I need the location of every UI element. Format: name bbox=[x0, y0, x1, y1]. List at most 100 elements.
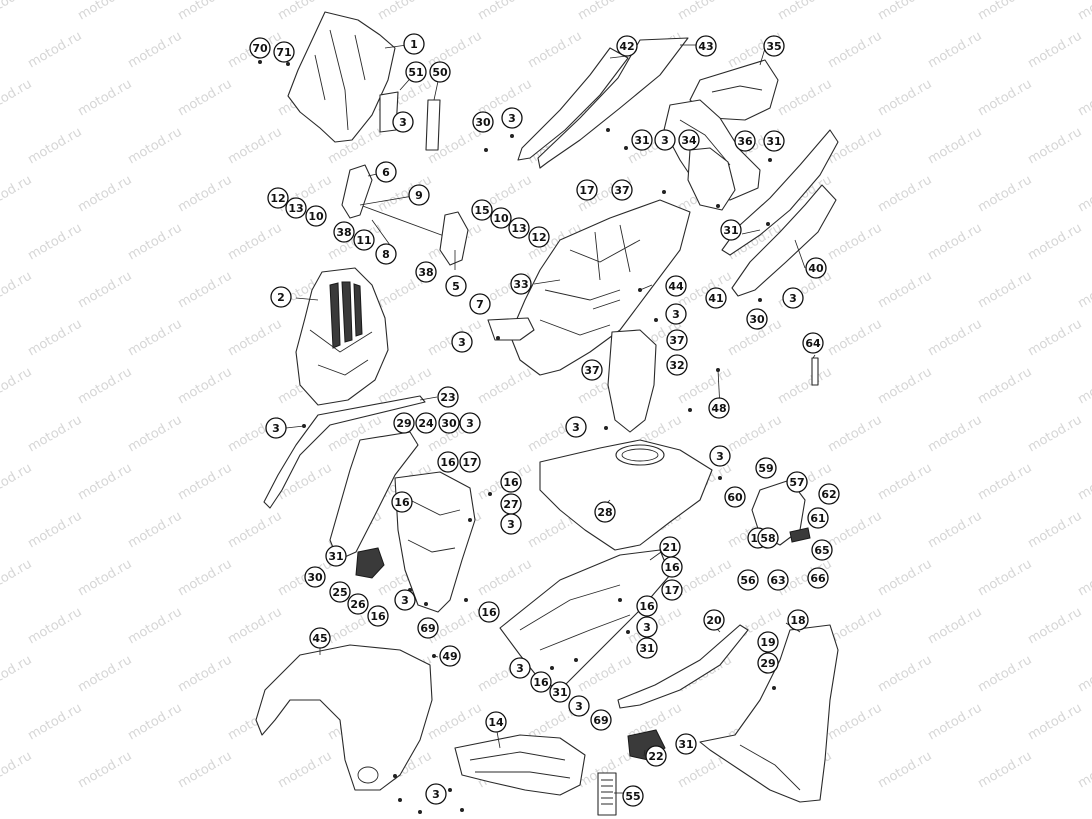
callout-circle bbox=[695, 35, 717, 57]
callout-label: 24 bbox=[418, 417, 434, 430]
callout-circle bbox=[485, 711, 507, 733]
callout-42: 42 bbox=[616, 35, 638, 57]
callout-circle bbox=[763, 35, 785, 57]
callout-label: 69 bbox=[420, 622, 435, 635]
watermark-text: motod.ru bbox=[825, 413, 884, 456]
callout-3: 3 bbox=[509, 657, 531, 679]
callout-label: 20 bbox=[706, 614, 722, 627]
callout-label: 59 bbox=[758, 462, 773, 475]
callout-3: 3 bbox=[500, 513, 522, 535]
callout-circle bbox=[445, 275, 467, 297]
callout-63: 63 bbox=[767, 569, 789, 591]
part-headlight-surround bbox=[454, 734, 586, 796]
callout-label: 16 bbox=[370, 610, 386, 623]
callout-label: 30 bbox=[441, 417, 457, 430]
callout-circle bbox=[767, 569, 789, 591]
callout-circle bbox=[392, 111, 414, 133]
watermark-text: motod.ru bbox=[25, 125, 84, 168]
callout-3: 3 bbox=[709, 445, 731, 467]
callout-44: 44 bbox=[665, 275, 687, 297]
callout-circle bbox=[273, 41, 295, 63]
callout-3: 3 bbox=[394, 589, 416, 611]
callout-circle bbox=[594, 501, 616, 523]
callout-3: 3 bbox=[654, 129, 676, 151]
watermark-text: motod.ru bbox=[825, 509, 884, 552]
watermark-text: motod.ru bbox=[1025, 701, 1084, 744]
callout-label: 69 bbox=[593, 714, 608, 727]
callout-circle bbox=[309, 627, 331, 649]
callout-label: 71 bbox=[276, 46, 291, 59]
callout-circle bbox=[678, 129, 700, 151]
part-inner-panel bbox=[394, 471, 476, 613]
callout-circle bbox=[654, 129, 676, 151]
part-tank-cover bbox=[539, 439, 713, 551]
watermark-text: motod.ru bbox=[1075, 269, 1092, 312]
callout-label: 3 bbox=[643, 621, 651, 634]
watermark-text: motod.ru bbox=[75, 77, 134, 120]
watermark-text: motod.ru bbox=[125, 317, 184, 360]
watermark-text: motod.ru bbox=[175, 653, 234, 696]
watermark-text: motod.ru bbox=[975, 0, 1034, 23]
watermark-text: motod.ru bbox=[775, 269, 834, 312]
watermark-text: motod.ru bbox=[125, 509, 184, 552]
callout-label: 42 bbox=[619, 40, 634, 53]
watermark-text: motod.ru bbox=[875, 749, 934, 792]
watermark-text: motod.ru bbox=[75, 0, 134, 23]
callout-label: 15 bbox=[474, 204, 489, 217]
callout-8: 8 bbox=[375, 243, 397, 265]
callout-circle bbox=[616, 35, 638, 57]
callout-label: 14 bbox=[488, 716, 504, 729]
watermark-text: motod.ru bbox=[25, 413, 84, 456]
callout-label: 1 bbox=[410, 38, 418, 51]
watermark-text: motod.ru bbox=[375, 0, 434, 23]
callout-label: 60 bbox=[727, 491, 743, 504]
callout-label: 66 bbox=[810, 572, 826, 585]
watermark-text: motod.ru bbox=[875, 653, 934, 696]
callout-31: 31 bbox=[720, 219, 742, 241]
callout-circle bbox=[530, 671, 552, 693]
callout-circle bbox=[757, 527, 779, 549]
watermark-text: motod.ru bbox=[925, 509, 984, 552]
callout-circle bbox=[757, 652, 779, 674]
callout-16: 16 bbox=[437, 451, 459, 473]
watermark-text: motod.ru bbox=[1075, 0, 1092, 23]
callout-43: 43 bbox=[695, 35, 717, 57]
callout-circle bbox=[425, 783, 447, 805]
callout-3: 3 bbox=[265, 417, 287, 439]
callout-label: 10 bbox=[308, 210, 324, 223]
callout-label: 3 bbox=[572, 421, 580, 434]
callout-38: 38 bbox=[415, 261, 437, 283]
callout-circle bbox=[576, 179, 598, 201]
callout-label: 3 bbox=[672, 308, 680, 321]
callout-label: 10 bbox=[493, 212, 509, 225]
callout-circle bbox=[631, 129, 653, 151]
callout-label: 3 bbox=[716, 450, 724, 463]
part-mirror-plate bbox=[789, 527, 811, 543]
callout-5: 5 bbox=[445, 275, 467, 297]
callout-circle bbox=[459, 451, 481, 473]
callout-label: 44 bbox=[668, 280, 684, 293]
watermark-text: motod.ru bbox=[1075, 365, 1092, 408]
callout-label: 50 bbox=[432, 66, 448, 79]
watermark-text: motod.ru bbox=[775, 77, 834, 120]
callout-20: 20 bbox=[703, 609, 725, 631]
watermark-text: motod.ru bbox=[775, 365, 834, 408]
watermark-text: motod.ru bbox=[975, 653, 1034, 696]
part-rear-hugger bbox=[607, 329, 657, 433]
watermark-text: motod.ru bbox=[175, 749, 234, 792]
watermark-text: motod.ru bbox=[425, 701, 484, 744]
callout-58: 58 bbox=[757, 527, 779, 549]
watermark-text: motod.ru bbox=[0, 173, 34, 216]
part-side-strip-42 bbox=[517, 47, 629, 161]
callout-label: 45 bbox=[312, 632, 327, 645]
callout-61: 61 bbox=[807, 507, 829, 529]
watermark-text: motod.ru bbox=[975, 173, 1034, 216]
callout-30: 30 bbox=[746, 308, 768, 330]
callout-label: 8 bbox=[382, 248, 390, 261]
callout-31: 31 bbox=[631, 129, 653, 151]
callout-3: 3 bbox=[459, 412, 481, 434]
callout-label: 31 bbox=[639, 642, 654, 655]
callout-13: 13 bbox=[285, 197, 307, 219]
callout-label: 34 bbox=[681, 134, 697, 147]
watermark-text: motod.ru bbox=[125, 221, 184, 264]
